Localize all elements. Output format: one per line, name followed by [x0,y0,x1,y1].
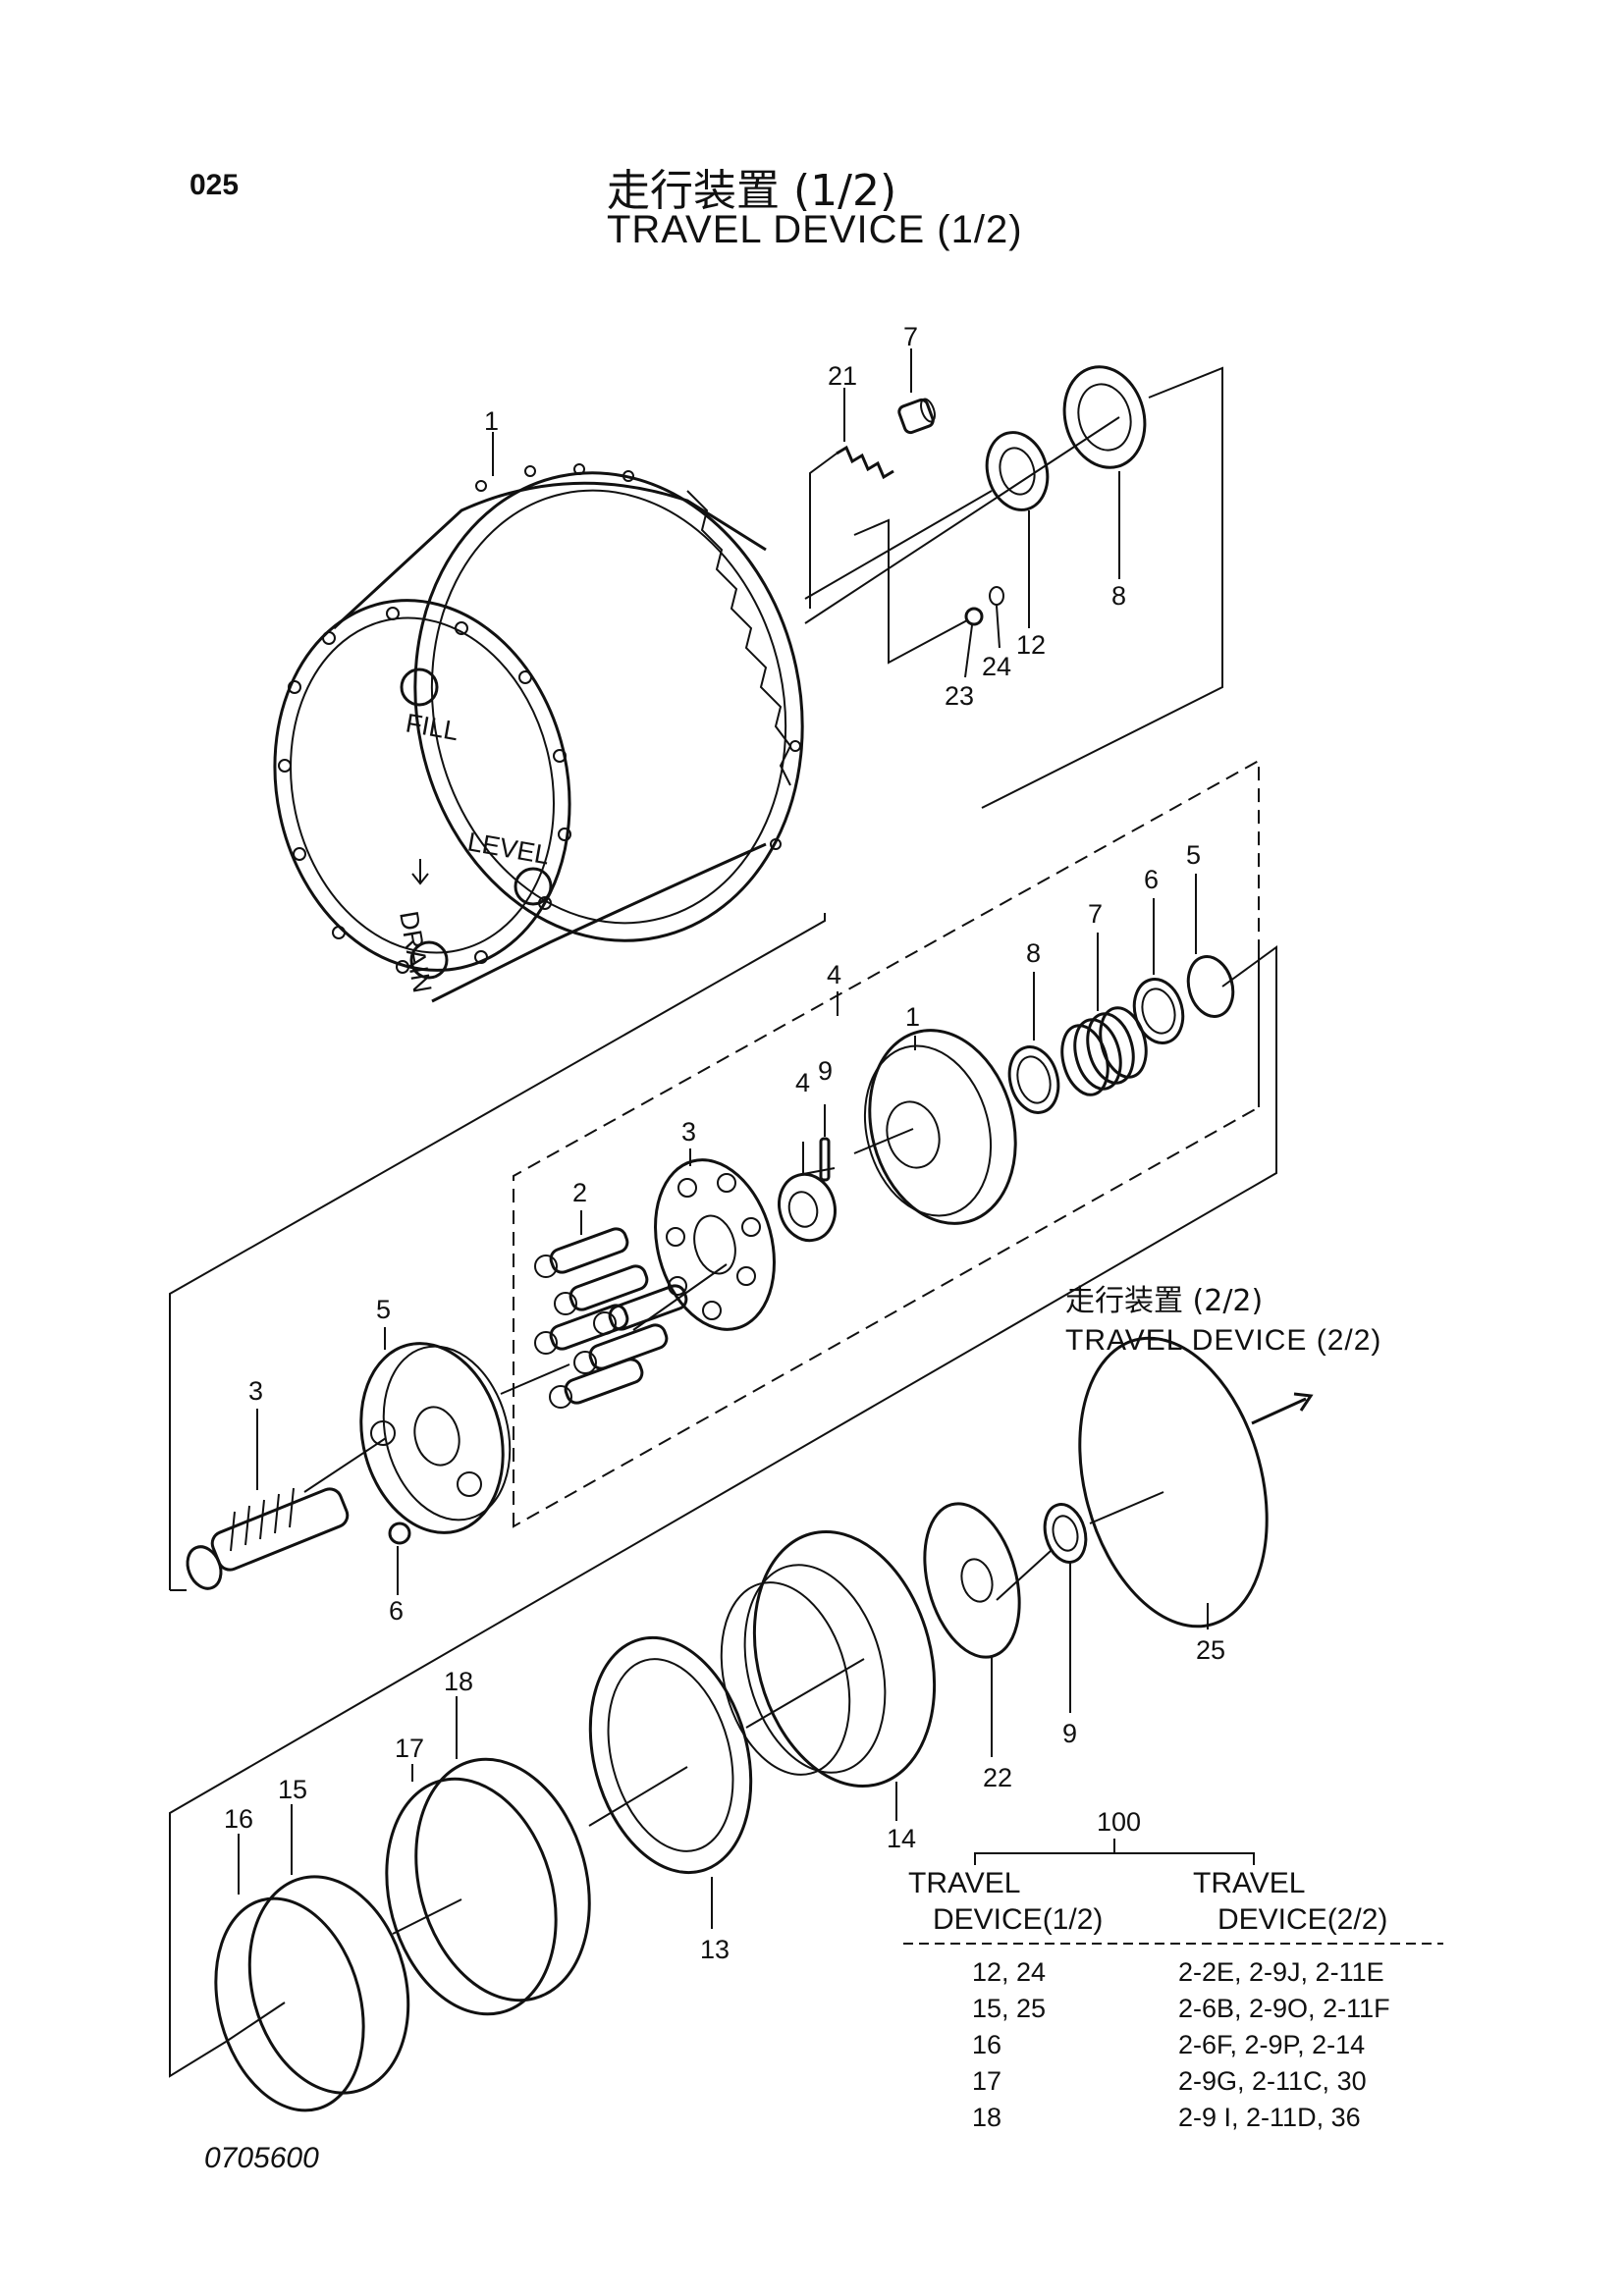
table-col1-header-line2: DEVICE(1/2) [933,1903,1103,1936]
table-col2-header-line1: TRAVEL [1193,1867,1305,1899]
fill-label: FILL [404,708,460,746]
callout-5-snapring: 5 [1186,840,1201,870]
callout-100: 100 [1097,1807,1141,1837]
o-ring-18 [414,1757,591,2002]
housing-bolts [278,463,801,974]
callout-6-washer: 6 [1144,865,1159,894]
drawing-number: 0705600 [204,2142,319,2174]
fill-plug [400,667,439,707]
level-plug [514,867,553,906]
bearing-8 [1062,365,1147,469]
o-ring-25 [1078,1336,1269,1629]
valve-plate-5 [359,1342,505,1534]
motor-subassembly [513,759,1260,1528]
table-col1-header-line1: TRAVEL [908,1867,1020,1899]
table-row-part: 12, 24 [972,1957,1046,1987]
callout-4-assembly: 4 [827,960,841,989]
holder-4 [778,1172,837,1243]
callout-8-ring: 8 [1026,938,1041,968]
brake-piston-14 [752,1529,937,1789]
callout-13: 13 [700,1935,730,1964]
o-ring-16 [214,1896,365,2112]
table-row-ref: 2-6B, 2-9O, 2-11F [1178,1994,1390,2023]
table-row-ref: 2-2E, 2-9J, 2-11E [1178,1957,1384,1987]
callout-9-bearing: 9 [1062,1719,1077,1748]
seal-12 [985,431,1050,511]
cross-ref-title-japanese: 走行装置 (2/2) [1065,1284,1263,1318]
table-row-part: 15, 25 [972,1994,1046,2023]
page-title-english: TRAVEL DEVICE (1/2) [607,208,1023,251]
reference-table: 100 TRAVEL DEVICE(1/2) TRAVEL DEVICE(2/2… [903,1807,1443,2132]
travel-motor-housing: FILL LEVEL DRAIN [273,463,804,1003]
callout-17: 17 [395,1734,424,1763]
pistons-2 [534,1227,688,1409]
washer-6 [1132,978,1185,1044]
table-row-ref: 2-6F, 2-9P, 2-14 [1178,2030,1365,2059]
callout-16: 16 [224,1804,253,1834]
table-row-part: 18 [972,2103,1001,2132]
callout-7-spring: 7 [1088,899,1103,929]
callout-4-holder: 4 [795,1068,810,1097]
callout-1-block: 1 [905,1002,920,1032]
shaft-3 [186,1487,350,1590]
spring-7 [1060,1006,1148,1096]
pin-9 [819,1137,831,1182]
cross-ref-title-english: TRAVEL DEVICE (2/2) [1065,1324,1381,1357]
o-ring-17 [385,1777,558,2016]
plate-22 [923,1502,1021,1659]
top-small-parts [492,348,1223,809]
spring-21 [836,445,894,480]
plug-23 [964,607,984,626]
bearing-9 [1043,1503,1088,1564]
plug-7 [897,398,935,435]
callout-12: 12 [1016,630,1046,660]
callout-numbers: 1 7 21 8 12 23 24 4 4 9 1 8 7 6 5 3 2 5 … [224,322,1225,1964]
callout-22: 22 [983,1763,1012,1792]
o-ring-15 [247,1875,410,2095]
page-title-japanese: 走行装置 (1/2) [607,166,897,216]
assembly-lines [169,368,1277,2078]
table-col2-header-line2: DEVICE(2/2) [1217,1903,1387,1936]
table-row-ref: 2-9G, 2-11C, 30 [1178,2066,1367,2096]
callout-9-pin: 9 [818,1056,833,1086]
cylinder-block-1 [868,1029,1017,1225]
o-ring-24 [989,586,1004,606]
callout-18: 18 [444,1667,473,1696]
callout-2: 2 [572,1178,587,1207]
callout-1: 1 [484,406,499,436]
drain-plug [409,940,449,980]
drain-label: DRAIN [394,909,437,995]
table-row-ref: 2-9 I, 2-11D, 36 [1178,2103,1361,2132]
ring-8 [1007,1045,1060,1114]
page-number: 025 [189,169,240,201]
callout-3-plate: 3 [681,1117,696,1147]
callout-23: 23 [945,681,974,711]
callout-14: 14 [887,1824,916,1853]
bottom-parts [214,1336,1314,2112]
table-row-part: 17 [972,2066,1001,2096]
ball-6 [388,1522,411,1545]
callout-3-shaft: 3 [248,1376,263,1406]
snap-ring-5 [1186,955,1235,1018]
table-row-part: 16 [972,2030,1001,2059]
friction-disc-13 [588,1635,753,1875]
callout-7: 7 [903,322,918,351]
callout-6-ball: 6 [389,1596,404,1626]
callout-15: 15 [278,1775,307,1804]
retainer-plate-3 [654,1158,776,1331]
callout-25: 25 [1196,1635,1225,1665]
callout-24: 24 [982,652,1011,681]
callout-5-valveplate: 5 [376,1295,391,1324]
callout-8: 8 [1111,581,1126,611]
callout-21: 21 [828,361,857,391]
left-parts [186,1327,570,1595]
